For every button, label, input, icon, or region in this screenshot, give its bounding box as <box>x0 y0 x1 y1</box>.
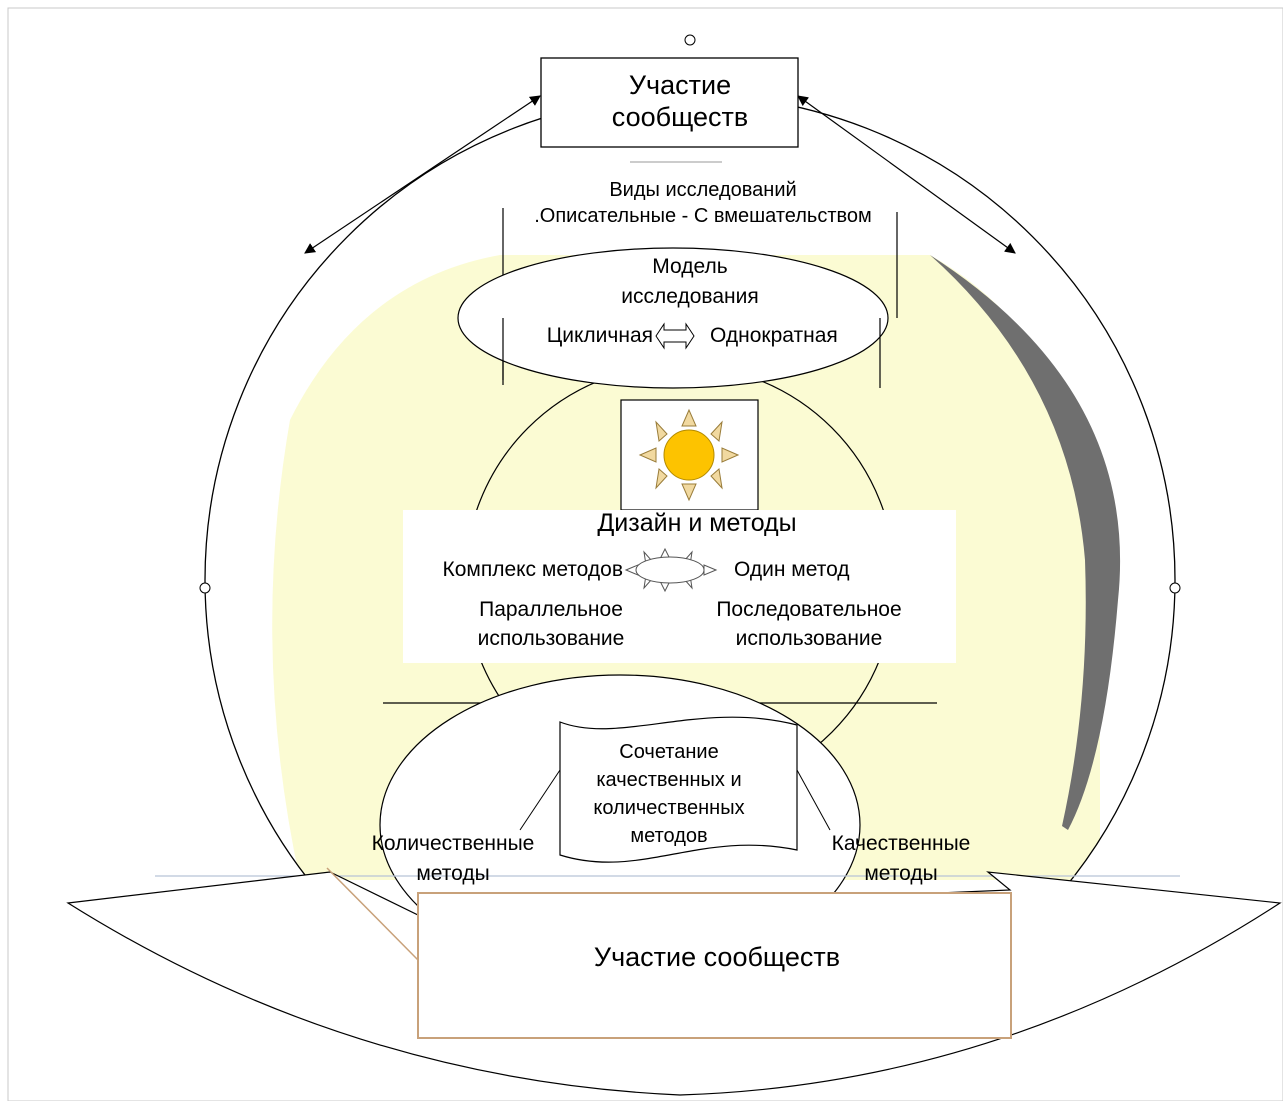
study-types-line1: Виды исследований <box>609 179 796 201</box>
double-arrow-icon <box>655 322 695 350</box>
research-model-line1: Модель <box>652 255 727 278</box>
top-box-line1: Участие <box>629 70 731 100</box>
research-model-left: Цикличная <box>547 324 653 347</box>
quantitative-line1: Количественные <box>372 832 535 855</box>
design-panel <box>403 510 956 663</box>
small-sun-icon <box>624 547 718 593</box>
parallel-line2: использование <box>478 627 625 650</box>
design-right: Один метод <box>734 558 850 581</box>
arrow-right <box>797 95 1016 254</box>
combination-line3: количественных <box>593 797 744 819</box>
bottom-box-connector <box>326 867 419 961</box>
connector-quantitative <box>519 769 561 831</box>
sequential-line2: использование <box>736 627 883 650</box>
qualitative-line1: Качественные <box>832 832 971 855</box>
combination-line1: Сочетание <box>619 741 718 763</box>
design-title: Дизайн и методы <box>597 509 796 537</box>
shadow-crescent <box>930 255 1121 830</box>
bottom-box-label: Участие сообществ <box>594 942 840 972</box>
research-model-right: Однократная <box>710 324 838 347</box>
sun-icon <box>638 408 740 502</box>
arrow-left <box>304 95 541 254</box>
top-box <box>540 57 799 148</box>
handle-top <box>684 34 696 46</box>
bottom-box <box>417 892 1012 1039</box>
design-left: Комплекс методов <box>442 558 623 581</box>
sequential-line1: Последовательное <box>716 598 901 621</box>
combination-box <box>559 716 798 863</box>
study-types-line2: .Описательные - С вмешательством <box>534 205 872 227</box>
top-box-line2: сообществ <box>612 102 748 132</box>
research-model-ellipse <box>457 247 889 389</box>
quantitative-line2: методы <box>416 862 489 885</box>
parallel-line1: Параллельное <box>479 598 623 621</box>
combination-line4: методов <box>630 825 707 847</box>
combination-line2: качественных и <box>596 769 741 791</box>
handle-left <box>199 582 211 594</box>
handle-right <box>1169 582 1181 594</box>
qualitative-line2: методы <box>864 862 937 885</box>
connector-qualitative <box>796 769 831 831</box>
research-model-line2: исследования <box>621 285 758 308</box>
